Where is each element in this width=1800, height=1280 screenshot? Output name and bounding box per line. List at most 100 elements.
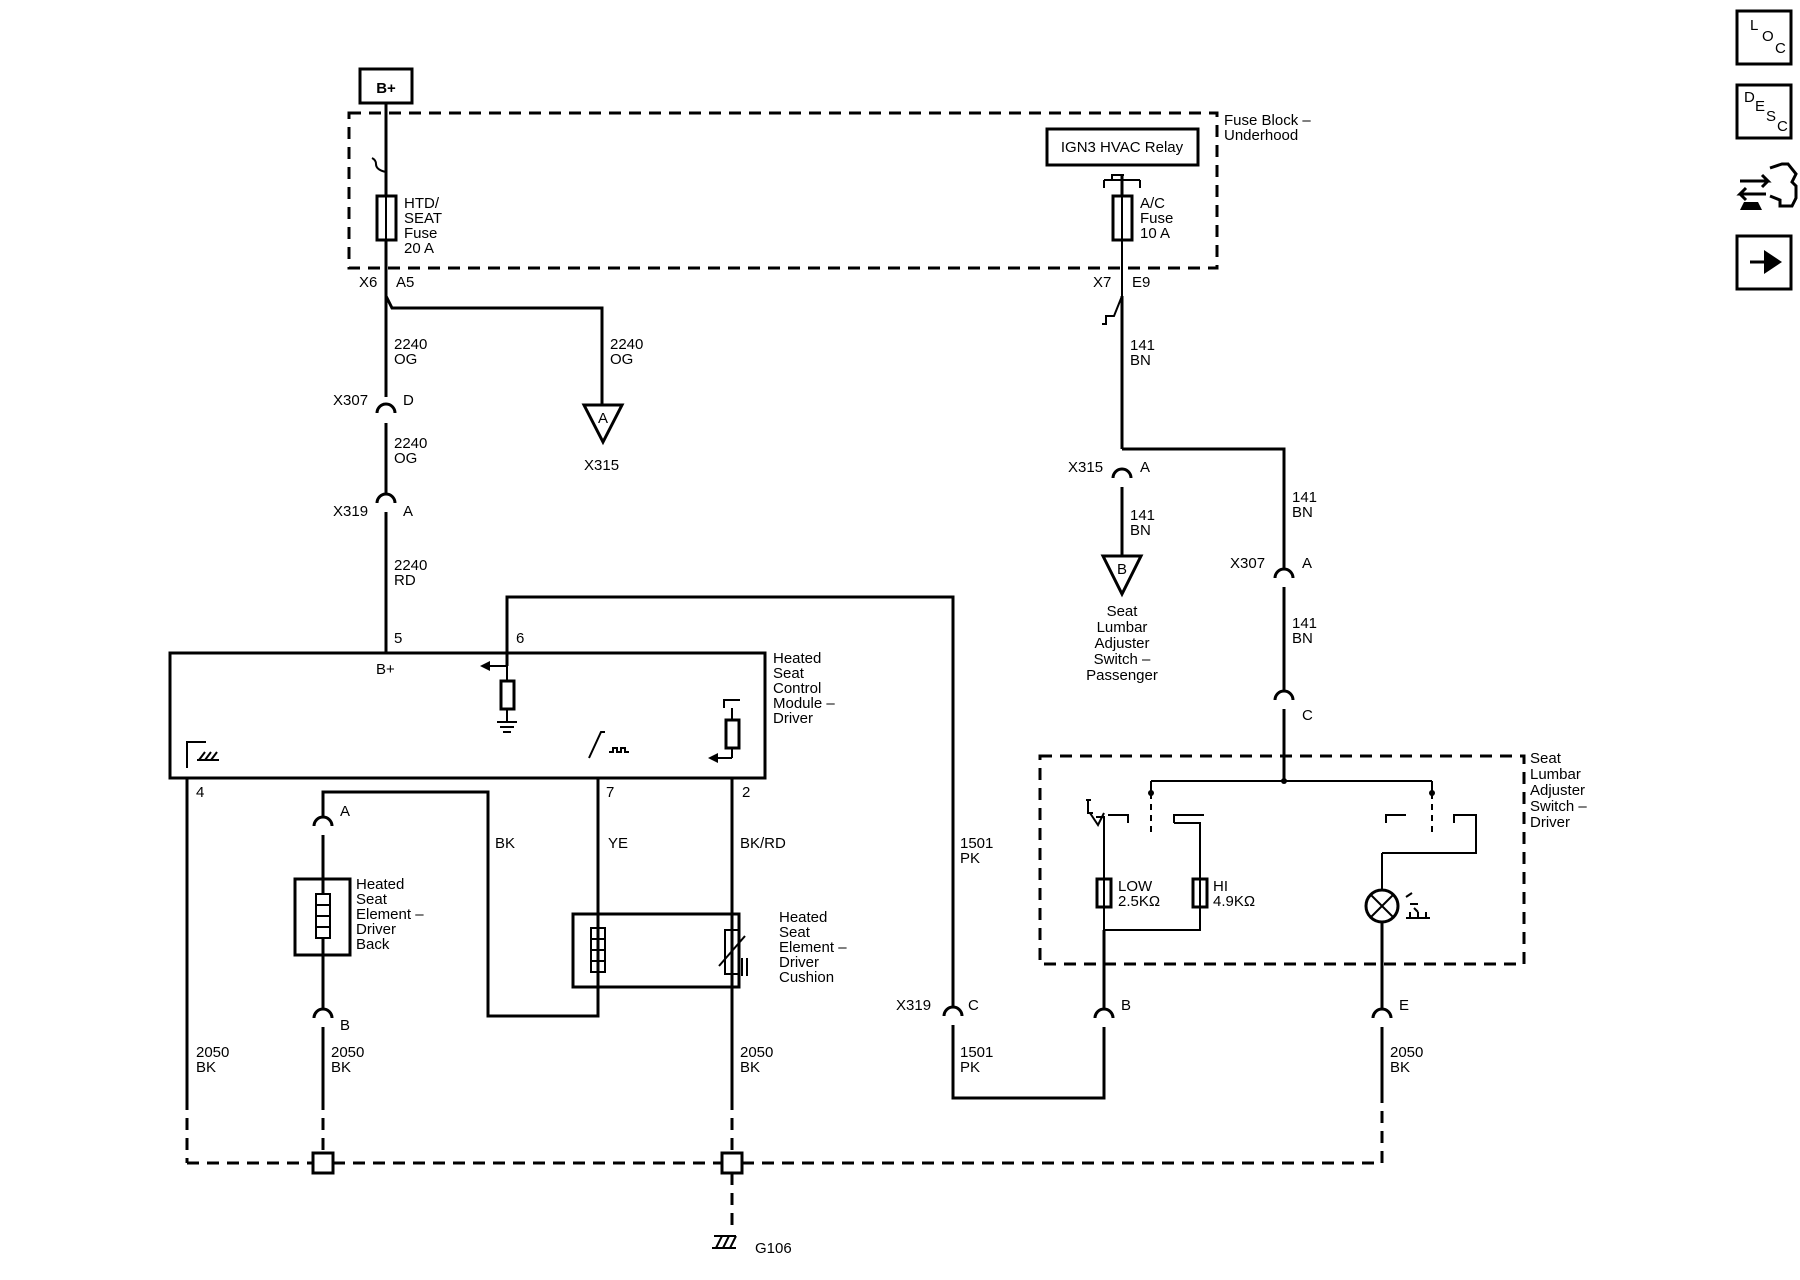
lumbar-drv-label-1: Seat bbox=[1530, 750, 1562, 767]
pulldown-resistor bbox=[499, 679, 516, 711]
wire-2050-1: 2050 bbox=[196, 1044, 229, 1061]
loc-letter-o: O bbox=[1762, 28, 1774, 45]
pin-4: 4 bbox=[196, 784, 204, 801]
conn-c-x319: C bbox=[968, 997, 979, 1014]
lumbar-switch-driver-outline bbox=[1038, 754, 1526, 966]
element-back-label-4: Driver bbox=[356, 921, 396, 938]
connector-lumbar-e bbox=[1371, 1007, 1393, 1019]
offpage-b-label: B bbox=[1117, 561, 1127, 578]
wire-1501-1: 1501 bbox=[960, 835, 993, 852]
next-page-button[interactable] bbox=[1735, 234, 1793, 291]
thermistor-icon bbox=[724, 929, 740, 975]
offpage-a-triangle bbox=[581, 403, 625, 446]
conn-c-lumbar: C bbox=[1302, 707, 1313, 724]
conn-back-a: A bbox=[340, 803, 350, 820]
loc-letter-c: C bbox=[1775, 40, 1786, 57]
element-cushion-label-1: Heated bbox=[779, 909, 827, 926]
conn-x319-right: X319 bbox=[896, 997, 931, 1014]
htd-fuse-label-2: SEAT bbox=[404, 210, 442, 227]
desc-letter-c: C bbox=[1777, 118, 1788, 135]
ac-fuse-label-2: Fuse bbox=[1140, 210, 1173, 227]
conn-x315-left: X315 bbox=[584, 457, 619, 474]
wire-bk-loop: BK bbox=[495, 835, 515, 852]
fuse-block-label-2: Underhood bbox=[1224, 127, 1298, 144]
wire-og-3: OG bbox=[394, 450, 417, 467]
location-button[interactable]: L O C bbox=[1735, 9, 1793, 66]
wire-bkrd: BK/RD bbox=[740, 835, 786, 852]
connector-x307-d bbox=[375, 402, 397, 414]
switch-icon bbox=[588, 731, 605, 759]
connector-info-button[interactable] bbox=[1736, 162, 1798, 210]
wire-2050-2: 2050 bbox=[331, 1044, 364, 1061]
ign3-relay-box bbox=[1045, 127, 1200, 167]
conn-a-x319: A bbox=[403, 503, 413, 520]
seat-heat-icon bbox=[1405, 892, 1430, 919]
conn-x7: X7 bbox=[1093, 274, 1111, 291]
switch-actuator-icon bbox=[1086, 799, 1105, 827]
element-cushion-label-4: Driver bbox=[779, 954, 819, 971]
connector-lumbar-b bbox=[1093, 1007, 1115, 1019]
pin-5: 5 bbox=[394, 630, 402, 647]
wire-bk-3: BK bbox=[740, 1059, 760, 1076]
wire-1501-2: 1501 bbox=[960, 1044, 993, 1061]
connector-back-a bbox=[312, 815, 334, 827]
element-back-label-3: Element – bbox=[356, 906, 424, 923]
ac-fuse-label-3: 10 A bbox=[1140, 225, 1170, 242]
element-back-label-2: Seat bbox=[356, 891, 388, 908]
low-label: LOW bbox=[1118, 878, 1153, 895]
wire-141-2: 141 bbox=[1130, 507, 1155, 524]
element-cushion-label-5: Cushion bbox=[779, 969, 834, 986]
hand-icon bbox=[1769, 162, 1798, 208]
desc-letter-d: D bbox=[1744, 89, 1755, 106]
g106-ground-icon bbox=[712, 1235, 737, 1249]
low-value: 2.5KΩ bbox=[1118, 893, 1160, 910]
wire-2240-1: 2240 bbox=[394, 336, 427, 353]
htd-fuse-label-3: Fuse bbox=[404, 225, 437, 242]
wire-bk-1: BK bbox=[196, 1059, 216, 1076]
hi-resistor bbox=[1191, 877, 1209, 909]
pin-2: 2 bbox=[742, 784, 750, 801]
connector-x307-a bbox=[1273, 567, 1295, 579]
conn-d: D bbox=[403, 392, 414, 409]
module-label-5: Driver bbox=[773, 710, 813, 727]
wire-141-4: 141 bbox=[1292, 615, 1317, 632]
offpage-a-label: A bbox=[598, 410, 608, 427]
lumbar-drv-label-4: Switch – bbox=[1530, 798, 1587, 815]
hi-label: HI bbox=[1213, 878, 1228, 895]
element-cushion-label-3: Element – bbox=[779, 939, 847, 956]
pwm-signal-icon bbox=[609, 747, 629, 753]
description-button[interactable]: D E S C bbox=[1735, 83, 1793, 140]
htd-fuse-label-4: 20 A bbox=[404, 240, 434, 257]
ign3-relay-label: IGN3 HVAC Relay bbox=[1061, 139, 1184, 156]
hi-value: 4.9KΩ bbox=[1213, 893, 1255, 910]
wire-pk-2: PK bbox=[960, 1059, 980, 1076]
wire-og-1: OG bbox=[394, 351, 417, 368]
conn-b-lumbar: B bbox=[1121, 997, 1131, 1014]
pin-6: 6 bbox=[516, 630, 524, 647]
lumbar-pass-label-5: Passenger bbox=[1086, 667, 1158, 684]
lumbar-drv-label-3: Adjuster bbox=[1530, 782, 1585, 799]
connector-lumbar-c bbox=[1273, 689, 1295, 701]
element-back-label-1: Heated bbox=[356, 876, 404, 893]
desc-letter-e: E bbox=[1755, 98, 1765, 115]
lumbar-pass-label-3: Adjuster bbox=[1094, 635, 1149, 652]
htd-fuse-label-1: HTD/ bbox=[404, 195, 440, 212]
low-resistor bbox=[1095, 877, 1113, 909]
wire-141-1: 141 bbox=[1130, 337, 1155, 354]
desc-letter-s: S bbox=[1766, 108, 1776, 125]
ground-label: G106 bbox=[755, 1240, 792, 1257]
connector-x315-a bbox=[1111, 467, 1133, 479]
lumbar-pass-label-4: Switch – bbox=[1094, 651, 1151, 668]
conn-e-lumbar: E bbox=[1399, 997, 1409, 1014]
wire-bk-4: BK bbox=[1390, 1059, 1410, 1076]
wire-rd: RD bbox=[394, 572, 416, 589]
heated-seat-control-module bbox=[168, 651, 767, 780]
fuse-block-outline bbox=[347, 111, 1219, 270]
splice-back bbox=[311, 1151, 335, 1175]
wire-bn-4: BN bbox=[1292, 630, 1313, 647]
connector-x319-a bbox=[375, 492, 397, 504]
conn-x6: X6 bbox=[359, 274, 377, 291]
offpage-b-triangle bbox=[1100, 554, 1144, 598]
fuse-block-label-1: Fuse Block – bbox=[1224, 112, 1311, 129]
lumbar-drv-label-2: Lumbar bbox=[1530, 766, 1581, 783]
